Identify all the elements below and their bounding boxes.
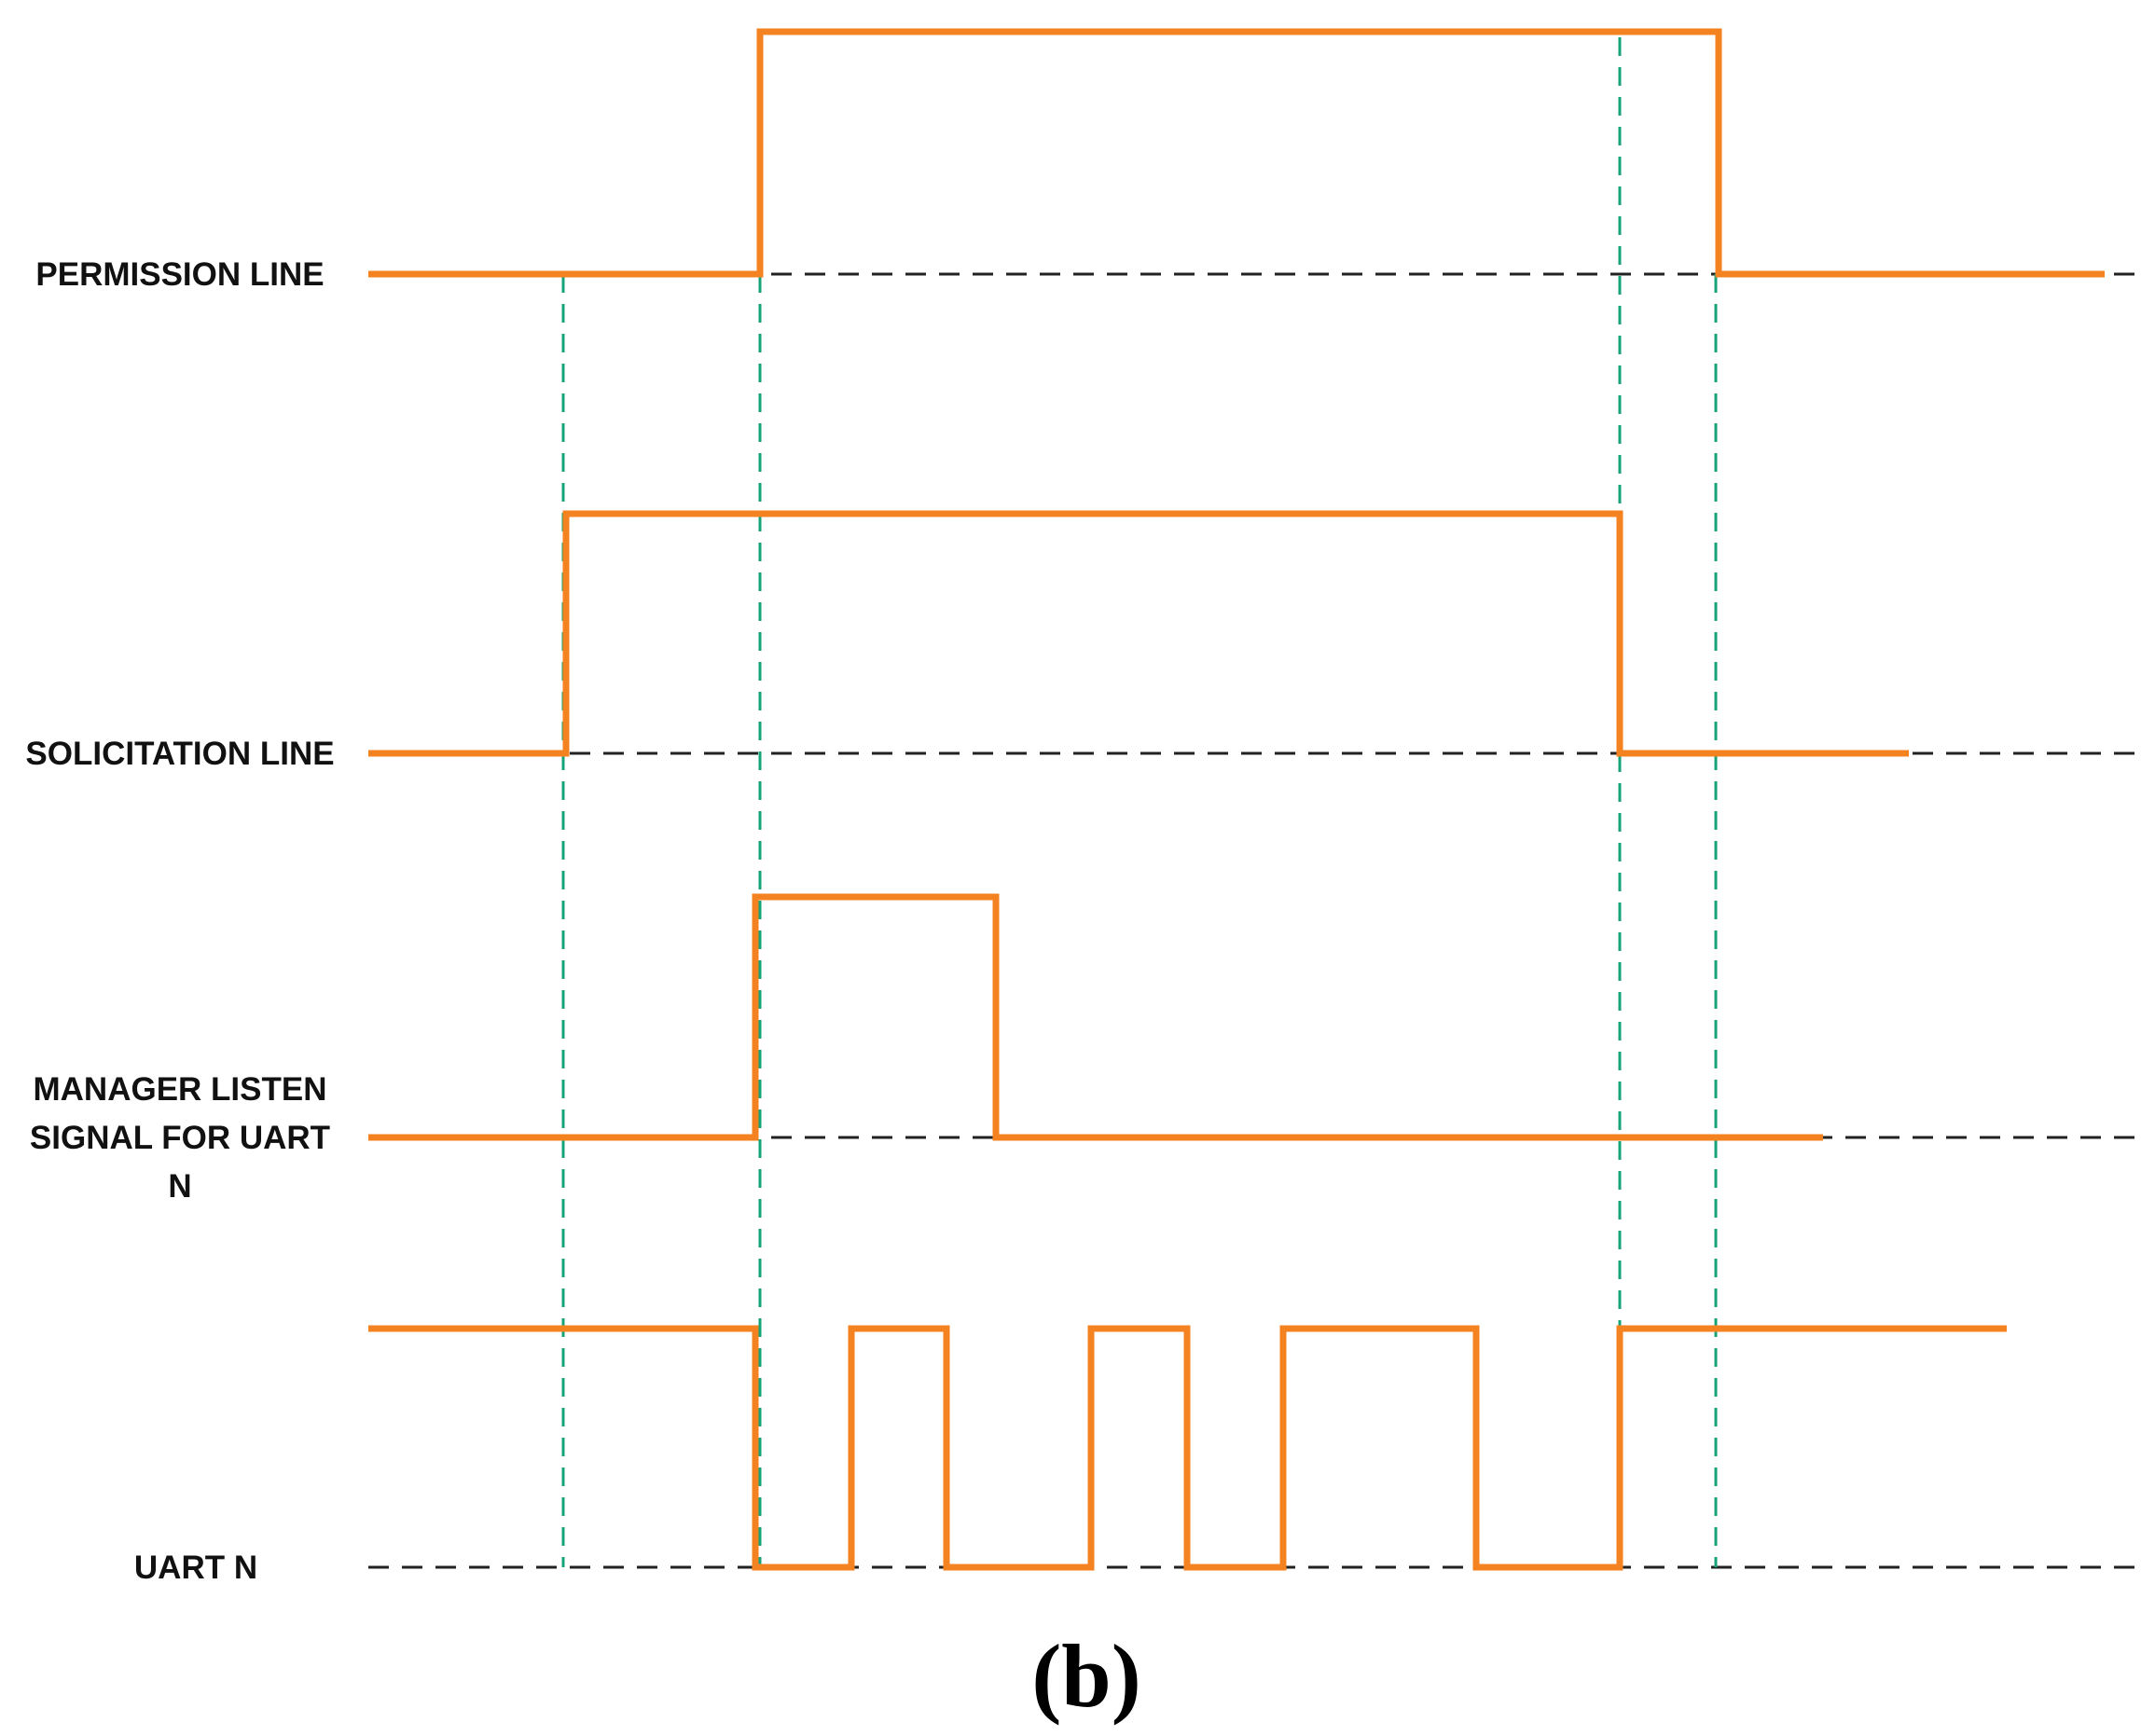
- timing-markers: [561, 37, 1718, 1567]
- baselines: [368, 272, 2145, 1569]
- permission-label: PERMISSION LINE: [35, 256, 324, 293]
- waveforms: [368, 28, 2105, 1571]
- solicitation-waveform: [368, 510, 1909, 757]
- solicitation-label: SOLICITATION LINE: [25, 736, 334, 772]
- panel-label: (b): [1031, 1626, 1140, 1726]
- manager-waveform: [368, 893, 1823, 1141]
- manager-label-line-1: MANAGER LISTEN: [34, 1071, 327, 1108]
- manager-label-line-2: SIGNAL FOR UART: [30, 1120, 330, 1156]
- uart-label: UART N: [134, 1550, 257, 1586]
- permission-waveform: [368, 28, 2105, 278]
- signal-labels: PERMISSION LINE SOLICITATION LINE MANAGE…: [25, 256, 334, 1586]
- uart-waveform: [368, 1325, 2007, 1571]
- manager-label-line-3: N: [168, 1168, 191, 1205]
